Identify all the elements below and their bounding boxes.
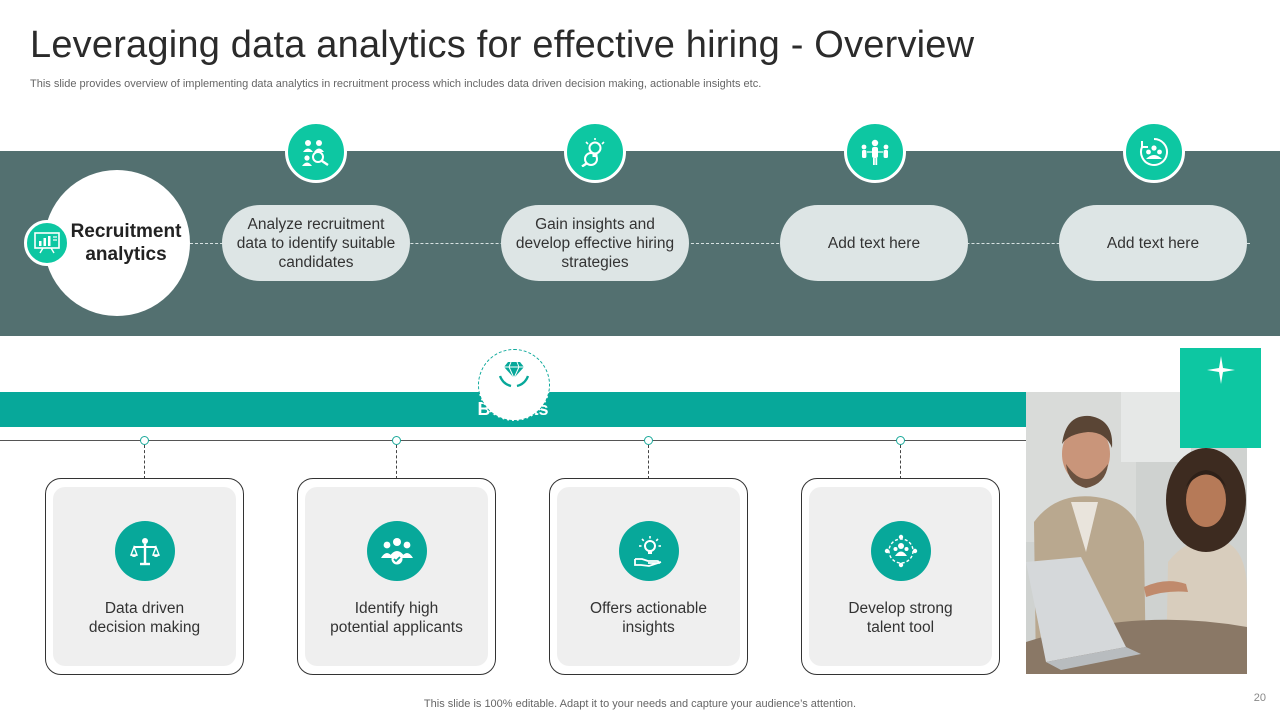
connector-dot-2 [392, 436, 401, 445]
benefit-text-2: Identify high potential applicants [330, 600, 463, 636]
step-text-3: Add text here [827, 234, 921, 252]
benefit-text-4: Develop strong talent tool [848, 600, 953, 636]
diamond-hands-icon [478, 349, 550, 421]
sparkle-icon [1206, 356, 1235, 384]
benefit-card-1: Data driven decision making [45, 478, 244, 675]
hub-label: Recruitment analytics [70, 221, 182, 265]
step-text-4: Add text here [1106, 234, 1200, 252]
process-connector-line [190, 243, 1250, 244]
benefit-card-inner: Data driven decision making [53, 487, 236, 666]
step-pill-1: Analyze recruitment data to identify sui… [222, 205, 410, 281]
step-pill-2: Gain insights and develop effective hiri… [501, 205, 689, 281]
benefit-card-inner: Identify high potential applicants [305, 487, 488, 666]
benefit-card-inner: Offers actionable insights [557, 487, 740, 666]
group-check-icon [366, 521, 427, 581]
step-text-2: Gain insights and develop effective hiri… [515, 215, 675, 271]
slide-title: Leveraging data analytics for effective … [30, 24, 975, 66]
connector-dash-3 [648, 445, 649, 479]
step-text-1: Analyze recruitment data to identify sui… [236, 215, 396, 271]
benefit-card-3: Offers actionable insights [549, 478, 748, 675]
meeting-photo [1026, 392, 1247, 674]
lightbulb-insight-icon [564, 121, 626, 183]
idea-hand-icon [618, 521, 679, 581]
target-people-icon [1123, 121, 1185, 183]
slide-subtitle: This slide provides overview of implemen… [30, 78, 762, 90]
connector-dot-3 [644, 436, 653, 445]
benefit-text-3: Offers actionable insights [590, 600, 707, 636]
sparkle-accent [1180, 348, 1261, 448]
benefit-text-1: Data driven decision making [88, 600, 201, 636]
step-pill-4: Add text here [1059, 205, 1247, 281]
candidate-search-icon [285, 121, 347, 183]
connector-dot-4 [896, 436, 905, 445]
step-pill-3: Add text here [780, 205, 968, 281]
slide-footer: This slide is 100% editable. Adapt it to… [423, 698, 857, 710]
benefit-card-4: Develop strong talent tool [801, 478, 1000, 675]
team-network-icon [844, 121, 906, 183]
benefit-card-inner: Develop strong talent tool [809, 487, 992, 666]
connector-dash-1 [144, 445, 145, 479]
balance-scale-icon [114, 521, 175, 581]
talent-network-icon [870, 521, 931, 581]
benefits-baseline [0, 440, 1026, 441]
connector-dash-2 [396, 445, 397, 479]
page-number: 20 [1253, 692, 1266, 704]
analytics-board-icon [24, 220, 70, 266]
benefit-card-2: Identify high potential applicants [297, 478, 496, 675]
connector-dash-4 [900, 445, 901, 479]
connector-dot-1 [140, 436, 149, 445]
